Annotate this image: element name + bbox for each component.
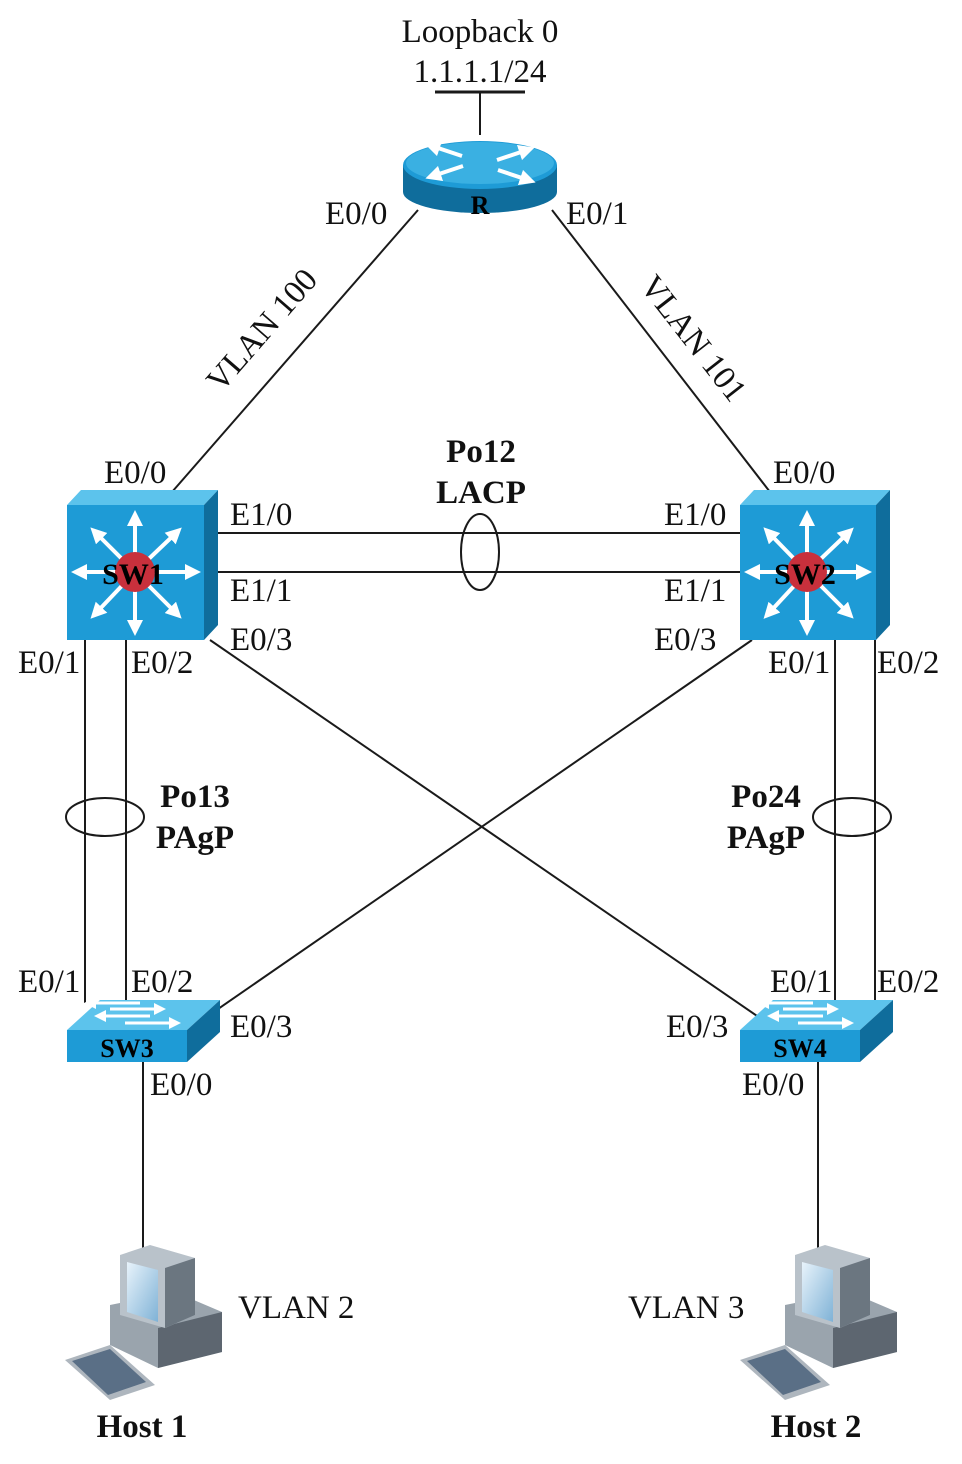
sw1-e10-label: E1/0 (230, 497, 292, 533)
sw3-e03-label: E0/3 (230, 1009, 292, 1045)
vlan100-label: VLAN 100 (200, 262, 325, 398)
link-r-sw1 (171, 209, 419, 493)
sw3-e02-label: E0/2 (131, 964, 193, 1000)
host1-computer-icon[interactable] (65, 1245, 222, 1400)
loopback-address-label: 1.1.1.1/24 (414, 54, 547, 90)
host2-label: Host 2 (771, 1409, 862, 1445)
host2-vlan-label: VLAN 3 (628, 1290, 744, 1326)
r-e00-label: E0/0 (325, 196, 387, 232)
sw1-label: SW1 (102, 558, 164, 591)
link-sw2-sw3 (204, 639, 753, 1019)
sw3-e01-label: E0/1 (18, 964, 80, 1000)
sw2-e02-label: E0/2 (877, 645, 939, 681)
host1-vlan-label: VLAN 2 (238, 1290, 354, 1326)
po24-protocol-label: PAgP (727, 820, 805, 856)
sw1-e11-label: E1/1 (230, 573, 292, 609)
sw1-e02-label: E0/2 (131, 645, 193, 681)
sw4-label: SW4 (773, 1034, 826, 1063)
sw2-e01-label: E0/1 (768, 645, 830, 681)
router-label: R (471, 191, 490, 220)
sw3-label: SW3 (100, 1034, 153, 1063)
po24-name-label: Po24 (731, 779, 801, 815)
sw4-e01-label: E0/1 (770, 964, 832, 1000)
r-e01-label: E0/1 (566, 196, 628, 232)
po24-bundle-ellipse (812, 797, 892, 837)
sw1-icon[interactable]: SW1 (67, 490, 218, 640)
sw4-e02-label: E0/2 (877, 964, 939, 1000)
sw1-e01-label: E0/1 (18, 645, 80, 681)
sw1-e03-label: E0/3 (230, 622, 292, 658)
po13-protocol-label: PAgP (156, 820, 234, 856)
po12-name-label: Po12 (446, 434, 516, 470)
sw4-e03-label: E0/3 (666, 1009, 728, 1045)
links (84, 90, 876, 1250)
sw4-icon[interactable]: SW4 (740, 997, 893, 1063)
link-r-sw2 (551, 209, 771, 493)
sw3-e00-label: E0/0 (150, 1067, 212, 1103)
sw2-icon[interactable]: SW2 (740, 490, 890, 640)
router-icon[interactable]: R (403, 140, 557, 220)
po13-bundle-ellipse (65, 797, 145, 837)
sw2-e11-label: E1/1 (664, 573, 726, 609)
sw2-label: SW2 (774, 558, 836, 591)
sw2-e10-label: E1/0 (664, 497, 726, 533)
sw2-e03-label: E0/3 (654, 622, 716, 658)
po12-protocol-label: LACP (436, 475, 526, 511)
host2-computer-icon[interactable] (740, 1245, 897, 1400)
host1-label: Host 1 (97, 1409, 188, 1445)
po12-bundle-ellipse (460, 513, 500, 591)
po13-name-label: Po13 (160, 779, 230, 815)
sw3-icon[interactable]: SW3 (67, 997, 220, 1063)
sw1-e00-label: E0/0 (104, 455, 166, 491)
loopback-name-label: Loopback 0 (402, 14, 559, 50)
sw2-e00-label: E0/0 (773, 455, 835, 491)
sw4-e00-label: E0/0 (742, 1067, 804, 1103)
link-sw1-sw4 (209, 639, 761, 1019)
